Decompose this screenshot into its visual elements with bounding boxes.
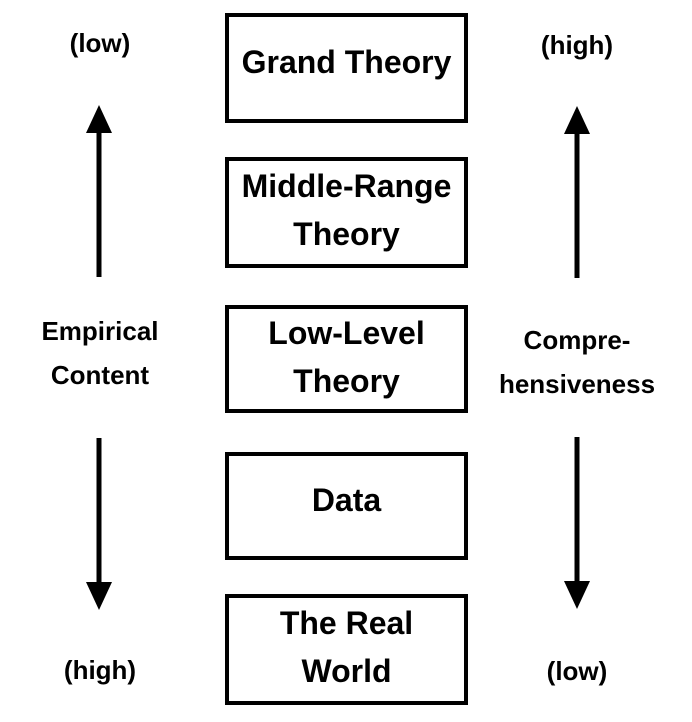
box-label: Theory: [293, 362, 400, 399]
box-data: Data: [225, 452, 468, 560]
box-label: Grand Theory: [241, 44, 452, 80]
right-axis-title-line1: Compre-: [523, 325, 631, 355]
box-label: The Real: [279, 605, 414, 641]
box-label: Low-Level: [268, 314, 425, 351]
down-arrow-icon: [562, 437, 592, 609]
right-axis-top-label: (high): [540, 30, 614, 60]
right-axis-bottom-label: (low): [546, 656, 608, 686]
box-label: Middle-Range: [241, 168, 452, 204]
box-label: World: [301, 653, 392, 689]
box-low-level-theory: Low-Level Theory: [225, 305, 468, 413]
box-label: Data: [311, 482, 382, 518]
up-arrow-icon: [562, 106, 592, 278]
left-axis-bottom-label: (high): [63, 655, 137, 685]
box-middle-range-theory: Middle-Range Theory: [225, 157, 468, 268]
up-arrow-icon: [84, 105, 114, 277]
left-axis-top-label: (low): [69, 28, 131, 58]
left-axis-title-line1: Empirical: [41, 316, 159, 346]
left-axis-title-line2: Content: [50, 360, 150, 390]
right-axis-title: Compre- hensiveness: [472, 318, 682, 406]
box-grand-theory: Grand Theory: [225, 13, 468, 123]
box-label: Theory: [293, 216, 400, 252]
box-the-real-world: The Real World: [225, 594, 468, 705]
down-arrow-icon: [84, 438, 114, 610]
left-axis-title: Empirical Content: [0, 309, 205, 397]
right-axis-title-line2: hensiveness: [498, 369, 656, 399]
